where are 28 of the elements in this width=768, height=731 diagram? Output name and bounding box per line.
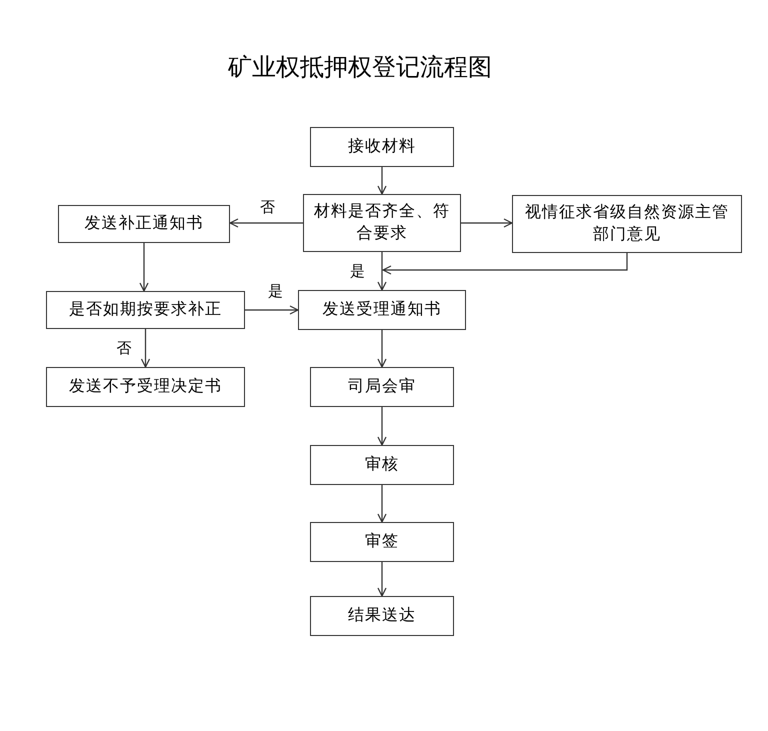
process-box: 发送不予受理决定书 <box>46 367 245 407</box>
process-box: 发送补正通知书 <box>58 205 230 243</box>
edge-label: 否 <box>259 199 276 217</box>
arrow <box>377 330 387 368</box>
process-box: 材料是否齐全、符合要求 <box>303 194 461 252</box>
arrow <box>377 167 387 195</box>
diagram-title: 矿业权抵押权登记流程图 <box>227 53 493 83</box>
arrow <box>461 218 513 228</box>
arrow <box>382 253 628 275</box>
process-box: 视情征求省级自然资源主管部门意见 <box>512 195 742 253</box>
process-box: 审签 <box>310 522 454 562</box>
arrow <box>377 562 387 597</box>
edge-label: 否 <box>116 340 132 358</box>
arrow <box>140 329 150 368</box>
arrow <box>377 252 387 291</box>
edge-label: 是 <box>267 283 284 301</box>
process-box: 接收材料 <box>310 127 454 167</box>
arrow <box>377 485 387 523</box>
edge-label: 是 <box>349 263 366 281</box>
process-box: 审核 <box>310 445 454 485</box>
process-box: 发送受理通知书 <box>298 290 466 330</box>
arrow <box>377 407 387 446</box>
arrow <box>245 305 299 315</box>
process-box: 结果送达 <box>310 596 454 636</box>
process-box: 司局会审 <box>310 367 454 407</box>
arrow <box>139 243 149 292</box>
arrow <box>229 218 303 228</box>
process-box: 是否如期按要求补正 <box>46 291 245 329</box>
